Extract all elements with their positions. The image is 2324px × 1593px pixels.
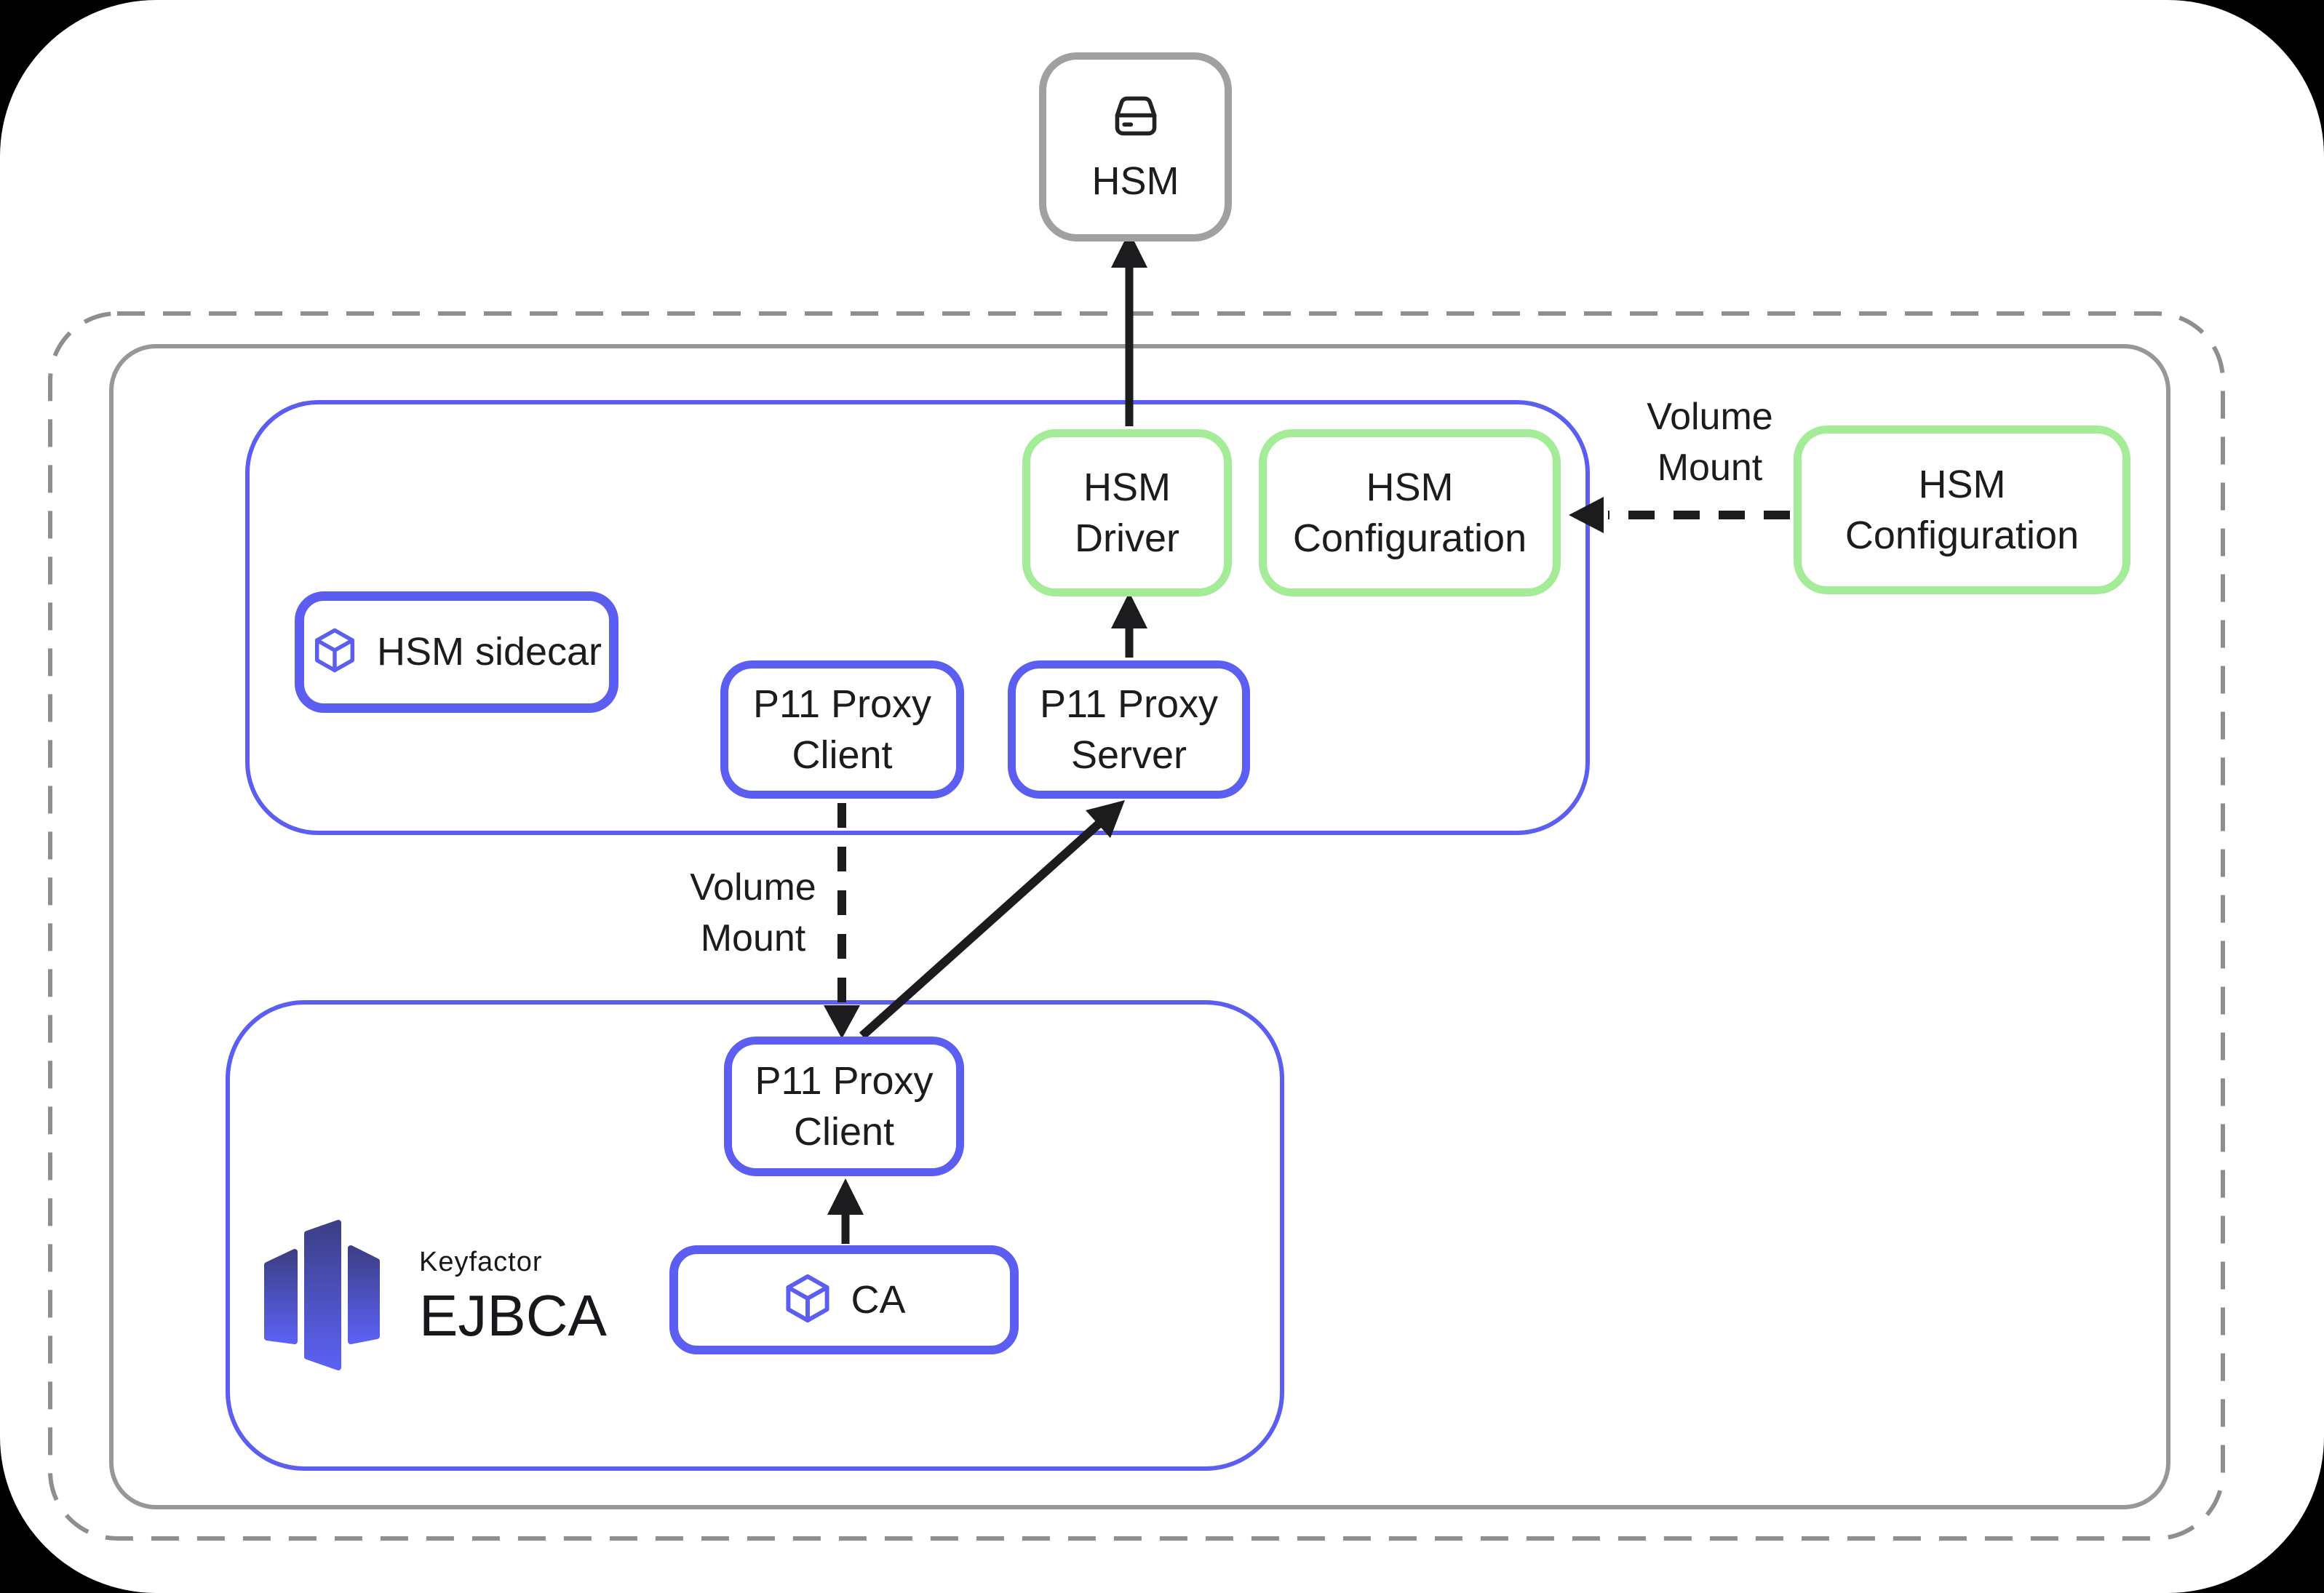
logo-product-text: EJBCA xyxy=(419,1283,607,1348)
hsm-sidecar-label: HSM sidecar xyxy=(376,630,602,674)
p11-proxy-server-node: P11 Proxy Server xyxy=(1008,660,1250,799)
p11-proxy-client-ejbca-label: P11 Proxy Client xyxy=(755,1058,934,1154)
hard-drive-icon xyxy=(1105,87,1166,151)
hsm-driver-label: HSM Driver xyxy=(1075,465,1179,560)
logo-brand-text: Keyfactor xyxy=(419,1247,543,1277)
keyfactor-ejbca-logo: Keyfactor EJBCA xyxy=(262,1216,607,1380)
cube-icon xyxy=(782,1273,833,1328)
hsm-node: HSM xyxy=(1039,52,1232,241)
volume-mount-label-center: Volume Mount xyxy=(690,866,816,960)
p11-proxy-client-ejbca-node: P11 Proxy Client xyxy=(724,1037,964,1176)
hsm-driver-node: HSM Driver xyxy=(1022,429,1232,596)
hsm-configuration-external-node: HSM Configuration xyxy=(1794,426,2130,594)
p11-proxy-server-label: P11 Proxy Server xyxy=(1039,682,1219,777)
p11-proxy-client-sidecar-label: P11 Proxy Client xyxy=(752,682,932,777)
ca-label: CA xyxy=(851,1277,906,1322)
hsm-configuration-external-label: HSM Configuration xyxy=(1845,462,2080,557)
hsm-configuration-sidecar-label: HSM Configuration xyxy=(1292,465,1527,560)
keyfactor-logo-mark xyxy=(262,1216,386,1380)
cube-icon xyxy=(311,627,358,677)
p11-proxy-client-sidecar-node: P11 Proxy Client xyxy=(720,660,964,799)
ca-node: CA xyxy=(669,1245,1019,1354)
volume-mount-label-right: Volume Mount xyxy=(1647,396,1773,490)
hsm-configuration-sidecar-node: HSM Configuration xyxy=(1259,429,1561,596)
hsm-label: HSM xyxy=(1091,159,1179,204)
hsm-sidecar-badge: HSM sidecar xyxy=(295,591,618,713)
